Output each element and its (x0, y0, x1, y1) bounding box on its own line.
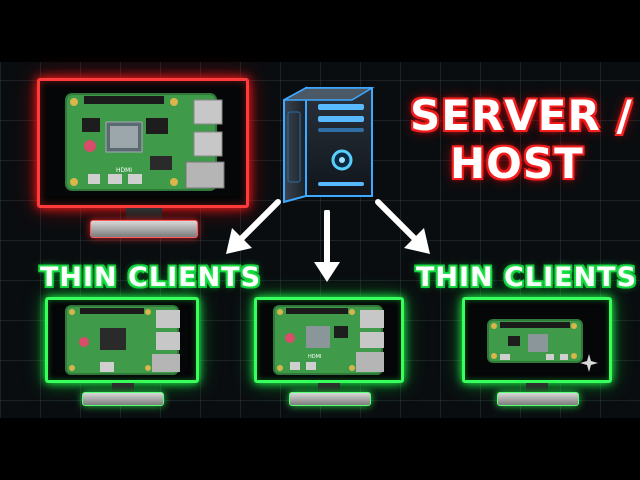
raspberry-pi-3-board (65, 305, 180, 375)
sparkle-icon (580, 354, 598, 372)
client-base-right (497, 392, 579, 406)
arrow-down-right-icon (375, 199, 430, 254)
raspberry-pi-zero-board (487, 319, 583, 363)
raspberry-pi-4-board: HDMI (273, 305, 384, 375)
arrow-down-left-icon (226, 199, 281, 254)
server-title-line2: HOST (450, 139, 584, 188)
letterbox-bottom (0, 418, 640, 480)
client-neck-center (318, 383, 340, 393)
server-monitor-base (90, 220, 198, 238)
client-neck-right (526, 383, 548, 393)
server-monitor-neck (126, 208, 162, 222)
client-base-center (289, 392, 371, 406)
server-board-label: HDMI (116, 167, 132, 174)
raspberry-pi-5-board: HDMI (65, 93, 225, 191)
server-title-line1: SERVER / (410, 91, 633, 140)
thin-clients-title-left: THIN CLIENTS (40, 262, 262, 293)
thin-clients-title-right: THIN CLIENTS (416, 262, 638, 293)
client-base-left (82, 392, 164, 406)
server-tower-icon (283, 86, 375, 204)
letterbox-top (0, 0, 640, 62)
client-neck-left (112, 383, 134, 393)
client-center-board-label: HDMI (308, 354, 321, 360)
arrow-down-icon (314, 210, 340, 282)
